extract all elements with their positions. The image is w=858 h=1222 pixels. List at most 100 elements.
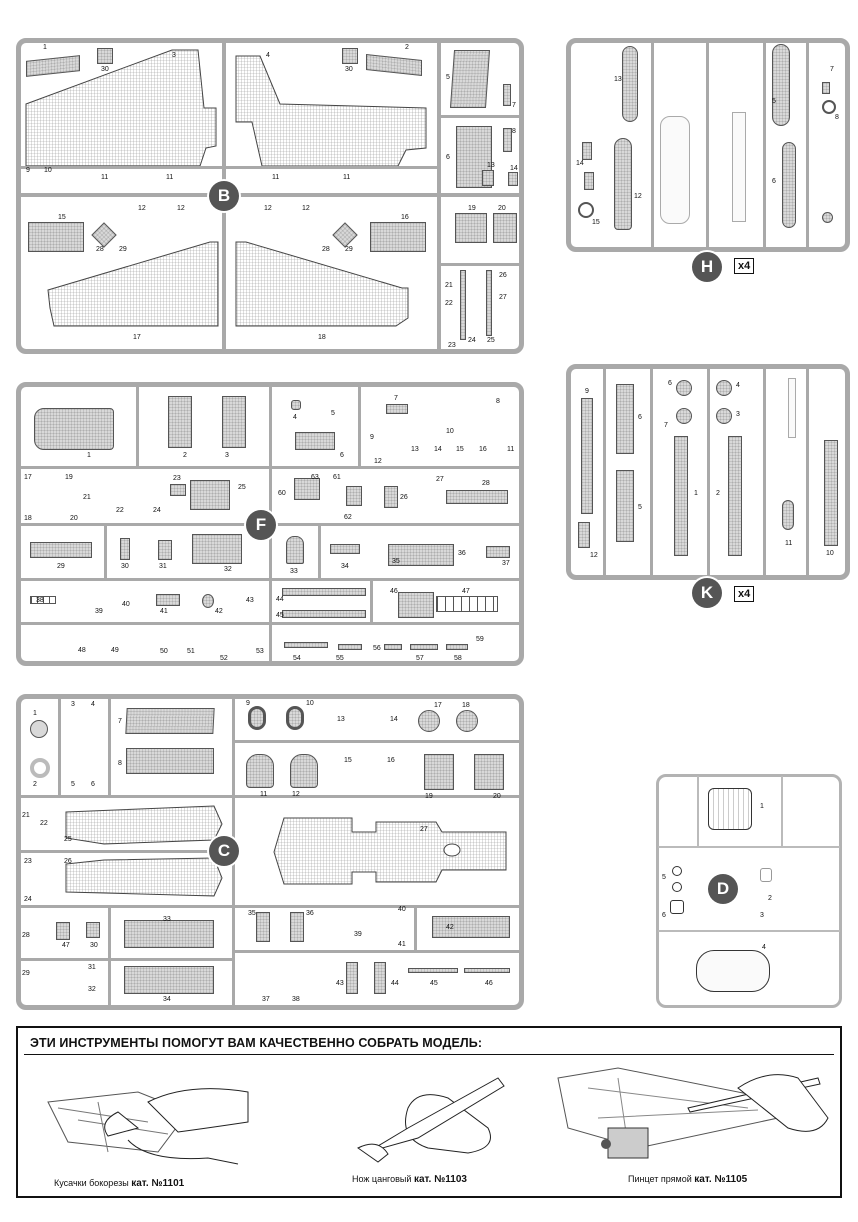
tool-cat: кат. №1103 xyxy=(413,1174,467,1185)
part-label: 44 xyxy=(276,596,284,603)
part-label: 6 xyxy=(446,154,450,161)
part-label: 10 xyxy=(826,550,834,557)
upper-wing-right xyxy=(235,55,427,166)
part-label: 22 xyxy=(445,300,453,307)
part-label: 1 xyxy=(87,452,91,459)
upper-wing-left xyxy=(25,49,217,166)
part-label: 42 xyxy=(215,608,223,615)
part-label: 9 xyxy=(585,388,589,395)
sprue-h-badge: H xyxy=(692,252,722,282)
part-label: 30 xyxy=(101,66,109,73)
tool-name: Кусачки бокорезы xyxy=(54,1178,129,1188)
part-label: 13 xyxy=(614,76,622,83)
sprue-k-badge: K xyxy=(692,578,722,608)
sprue-h-multiplier: x4 xyxy=(734,258,755,274)
part-label: 32 xyxy=(224,566,232,573)
part-label: 12 xyxy=(138,205,146,212)
part-label: 30 xyxy=(90,942,98,949)
part-label: 9 xyxy=(246,700,250,707)
part-label: 29 xyxy=(57,563,65,570)
part-label: 19 xyxy=(425,793,433,800)
part-label: 2 xyxy=(716,490,720,497)
part-label: 62 xyxy=(344,514,352,521)
part-label: 1 xyxy=(760,803,764,810)
part-label: 33 xyxy=(163,916,171,923)
sprue-f-badge: F xyxy=(246,510,276,540)
sprue-d-badge: D xyxy=(708,874,738,904)
part-label: 6 xyxy=(668,380,672,387)
part-label: 15 xyxy=(344,757,352,764)
part-label: 1 xyxy=(694,490,698,497)
part-label: 12 xyxy=(374,458,382,465)
part-label: 57 xyxy=(416,655,424,662)
part-label: 46 xyxy=(390,588,398,595)
part-label: 4 xyxy=(91,701,95,708)
part-label: 38 xyxy=(292,996,300,1003)
part-label: 26 xyxy=(64,858,72,865)
part-label: 28 xyxy=(322,246,330,253)
tool-caption-knife: Нож цанговый кат. №1103 xyxy=(352,1174,467,1185)
part-label: 27 xyxy=(420,826,428,833)
part-label: 23 xyxy=(24,858,32,865)
part-label: 37 xyxy=(262,996,270,1003)
part-label: 11 xyxy=(343,174,351,181)
part-label: 14 xyxy=(434,446,442,453)
tools-recommendation-box: ЭТИ ИНСТРУМЕНТЫ ПОМОГУТ ВАМ КАЧЕСТВЕННО … xyxy=(16,1026,842,1198)
part-label: 13 xyxy=(411,446,419,453)
part-label: 6 xyxy=(772,178,776,185)
part-label: 18 xyxy=(318,334,326,341)
sprue-k-multiplier: x4 xyxy=(734,586,755,602)
part-label: 59 xyxy=(476,636,484,643)
part-label: 11 xyxy=(785,540,793,547)
part-label: 2 xyxy=(405,44,409,51)
part-label: 2 xyxy=(768,895,772,902)
part-label: 12 xyxy=(590,552,598,559)
fuselage-half-26 xyxy=(65,857,223,897)
part-label: 14 xyxy=(576,160,584,167)
part-label: 36 xyxy=(306,910,314,917)
sprue-b-badge: B xyxy=(209,181,239,211)
part-label: 35 xyxy=(392,558,400,565)
part-label: 17 xyxy=(24,474,32,481)
part-label: 51 xyxy=(187,648,195,655)
part-label: 32 xyxy=(88,986,96,993)
part-label: 11 xyxy=(101,174,109,181)
part-label: 16 xyxy=(479,446,487,453)
part-label: 35 xyxy=(248,910,256,917)
fuselage-bottom-27 xyxy=(273,817,507,885)
part-label: 21 xyxy=(445,282,453,289)
part-label: 22 xyxy=(116,507,124,514)
part-label: 60 xyxy=(278,490,286,497)
part-label: 24 xyxy=(24,896,32,903)
part-label: 25 xyxy=(64,836,72,843)
part-label: 21 xyxy=(22,812,30,819)
part-label: 12 xyxy=(302,205,310,212)
tool-name: Нож цанговый xyxy=(352,1174,412,1184)
part-label: 7 xyxy=(830,66,834,73)
part-label: 40 xyxy=(398,906,406,913)
part-label: 1 xyxy=(43,44,47,51)
part-label: 16 xyxy=(401,214,409,221)
sprue-c-badge: C xyxy=(209,836,239,866)
part-label: 44 xyxy=(391,980,399,987)
lower-wing-left xyxy=(47,241,219,327)
part-label: 26 xyxy=(499,272,507,279)
part-label: 28 xyxy=(22,932,30,939)
part-label: 45 xyxy=(430,980,438,987)
part-label: 4 xyxy=(736,382,740,389)
part-label: 11 xyxy=(507,446,515,453)
part-label: 54 xyxy=(293,655,301,662)
part-label: 12 xyxy=(264,205,272,212)
part-label: 24 xyxy=(468,337,476,344)
part-label: 30 xyxy=(345,66,353,73)
part-label: 5 xyxy=(446,74,450,81)
part-label: 38 xyxy=(36,597,44,604)
part-label: 3 xyxy=(71,701,75,708)
part-label: 20 xyxy=(70,515,78,522)
part-label: 15 xyxy=(58,214,66,221)
part-label: 5 xyxy=(772,98,776,105)
part-label: 63 xyxy=(311,474,319,481)
part-label: 18 xyxy=(462,702,470,709)
part-label: 23 xyxy=(173,475,181,482)
side-cutters-illustration xyxy=(47,1088,249,1165)
